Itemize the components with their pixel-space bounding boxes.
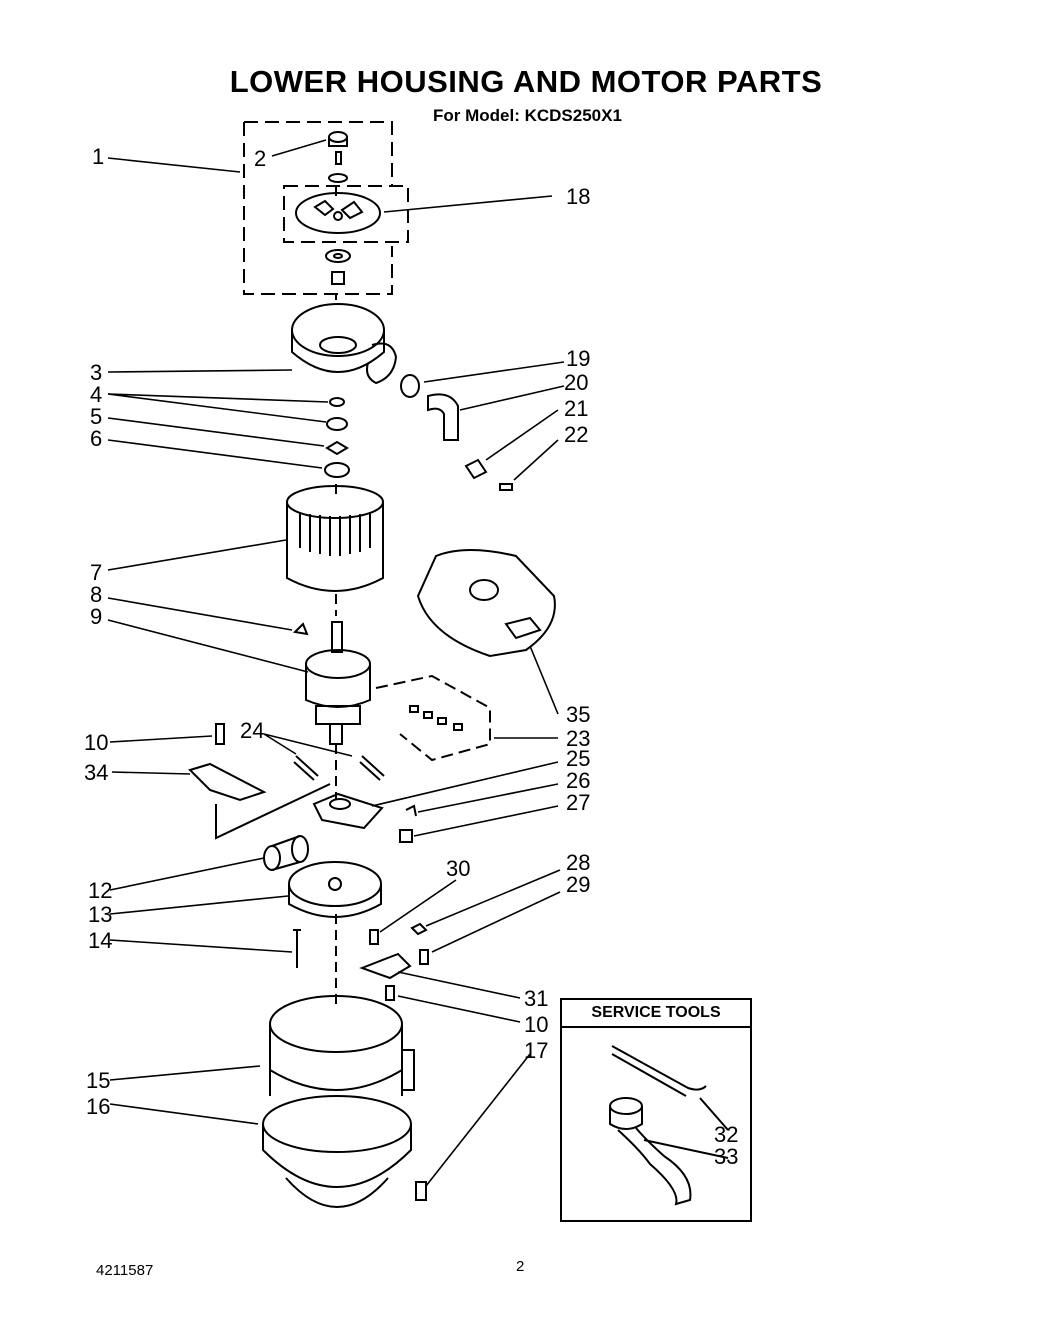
callout-27: 27 <box>566 790 590 815</box>
part-capacitor <box>263 835 309 871</box>
callout-10b: 10 <box>524 1012 548 1037</box>
part-clip <box>292 622 309 636</box>
part-wire-clip <box>405 804 417 817</box>
part-brush-springs <box>293 755 385 781</box>
part-mounting-gasket <box>416 549 556 658</box>
callout-4: 4 <box>90 382 102 407</box>
callout-labels: 1 2 3 4 5 6 7 8 9 10 34 24 12 13 14 15 1… <box>84 144 738 1169</box>
callout-34: 34 <box>84 760 108 785</box>
callout-12: 12 <box>88 878 112 903</box>
part-cap-nut <box>328 131 348 183</box>
callout-13: 13 <box>88 902 112 927</box>
callout-17: 17 <box>524 1038 548 1063</box>
part-brush-holder <box>312 792 384 830</box>
callout-3: 3 <box>90 360 102 385</box>
callout-15: 15 <box>86 1068 110 1093</box>
callout-30: 30 <box>446 856 470 881</box>
part-washer-lower <box>325 249 351 285</box>
service-tools-title: SERVICE TOOLS <box>562 1000 750 1028</box>
callout-23: 23 <box>566 726 590 751</box>
page-title: LOWER HOUSING AND MOTOR PARTS <box>229 64 823 99</box>
callout-24: 24 <box>240 718 264 743</box>
assembly-group-box <box>243 121 409 295</box>
callout-33: 33 <box>714 1144 738 1169</box>
part-end-bell <box>288 861 382 918</box>
callout-21: 21 <box>564 396 588 421</box>
part-cover-plate <box>359 952 412 980</box>
service-tool-socket <box>609 1097 729 1206</box>
part-screw-30 <box>369 929 379 945</box>
callout-29: 29 <box>566 872 590 897</box>
callout-5: 5 <box>90 404 102 429</box>
callout-8: 8 <box>90 582 102 607</box>
part-brush-kit <box>375 674 491 762</box>
callout-22: 22 <box>564 422 588 447</box>
callout-26: 26 <box>566 768 590 793</box>
model-subtitle: For Model: KCDS250X1 <box>433 106 622 125</box>
callout-25: 25 <box>566 746 590 771</box>
part-rotor <box>305 621 371 745</box>
callout-2: 2 <box>254 146 266 171</box>
part-stator <box>286 485 384 592</box>
callout-6: 6 <box>90 426 102 451</box>
callout-35: 35 <box>566 702 590 727</box>
callout-31: 31 <box>524 986 548 1011</box>
part-link-line <box>215 783 331 840</box>
part-screw-28 <box>410 922 428 936</box>
part-thermal-protector <box>188 762 267 802</box>
service-tools-box: SERVICE TOOLS <box>560 998 752 1222</box>
callout-9: 9 <box>90 604 102 629</box>
callout-28: 28 <box>566 850 590 875</box>
page-number: 2 <box>516 1258 525 1275</box>
callout-19: 19 <box>566 346 590 371</box>
part-screw-10 <box>215 723 225 745</box>
part-screw-10b <box>385 985 395 1001</box>
part-screw-17 <box>415 1181 427 1201</box>
service-tool-wrench <box>611 1045 729 1131</box>
callout-18: 18 <box>566 184 590 209</box>
callout-10: 10 <box>84 730 108 755</box>
callout-16: 16 <box>86 1094 110 1119</box>
part-turntable-plate <box>295 192 381 234</box>
callout-14: 14 <box>88 928 112 953</box>
part-terminal <box>399 829 413 843</box>
part-brush-blocks <box>409 705 463 731</box>
callout-7: 7 <box>90 560 102 585</box>
part-discharge-elbow <box>400 374 513 491</box>
part-upper-housing <box>291 303 398 385</box>
part-base <box>262 1095 412 1208</box>
doc-number: 4211587 <box>96 1262 154 1279</box>
part-seal-washers <box>324 397 350 478</box>
part-lower-housing <box>269 995 415 1096</box>
part-thru-bolt <box>293 929 301 968</box>
leader-lines <box>107 139 565 1187</box>
callout-1: 1 <box>92 144 104 169</box>
callout-20: 20 <box>564 370 588 395</box>
part-screw-29 <box>419 949 429 965</box>
callout-32: 32 <box>714 1122 738 1147</box>
